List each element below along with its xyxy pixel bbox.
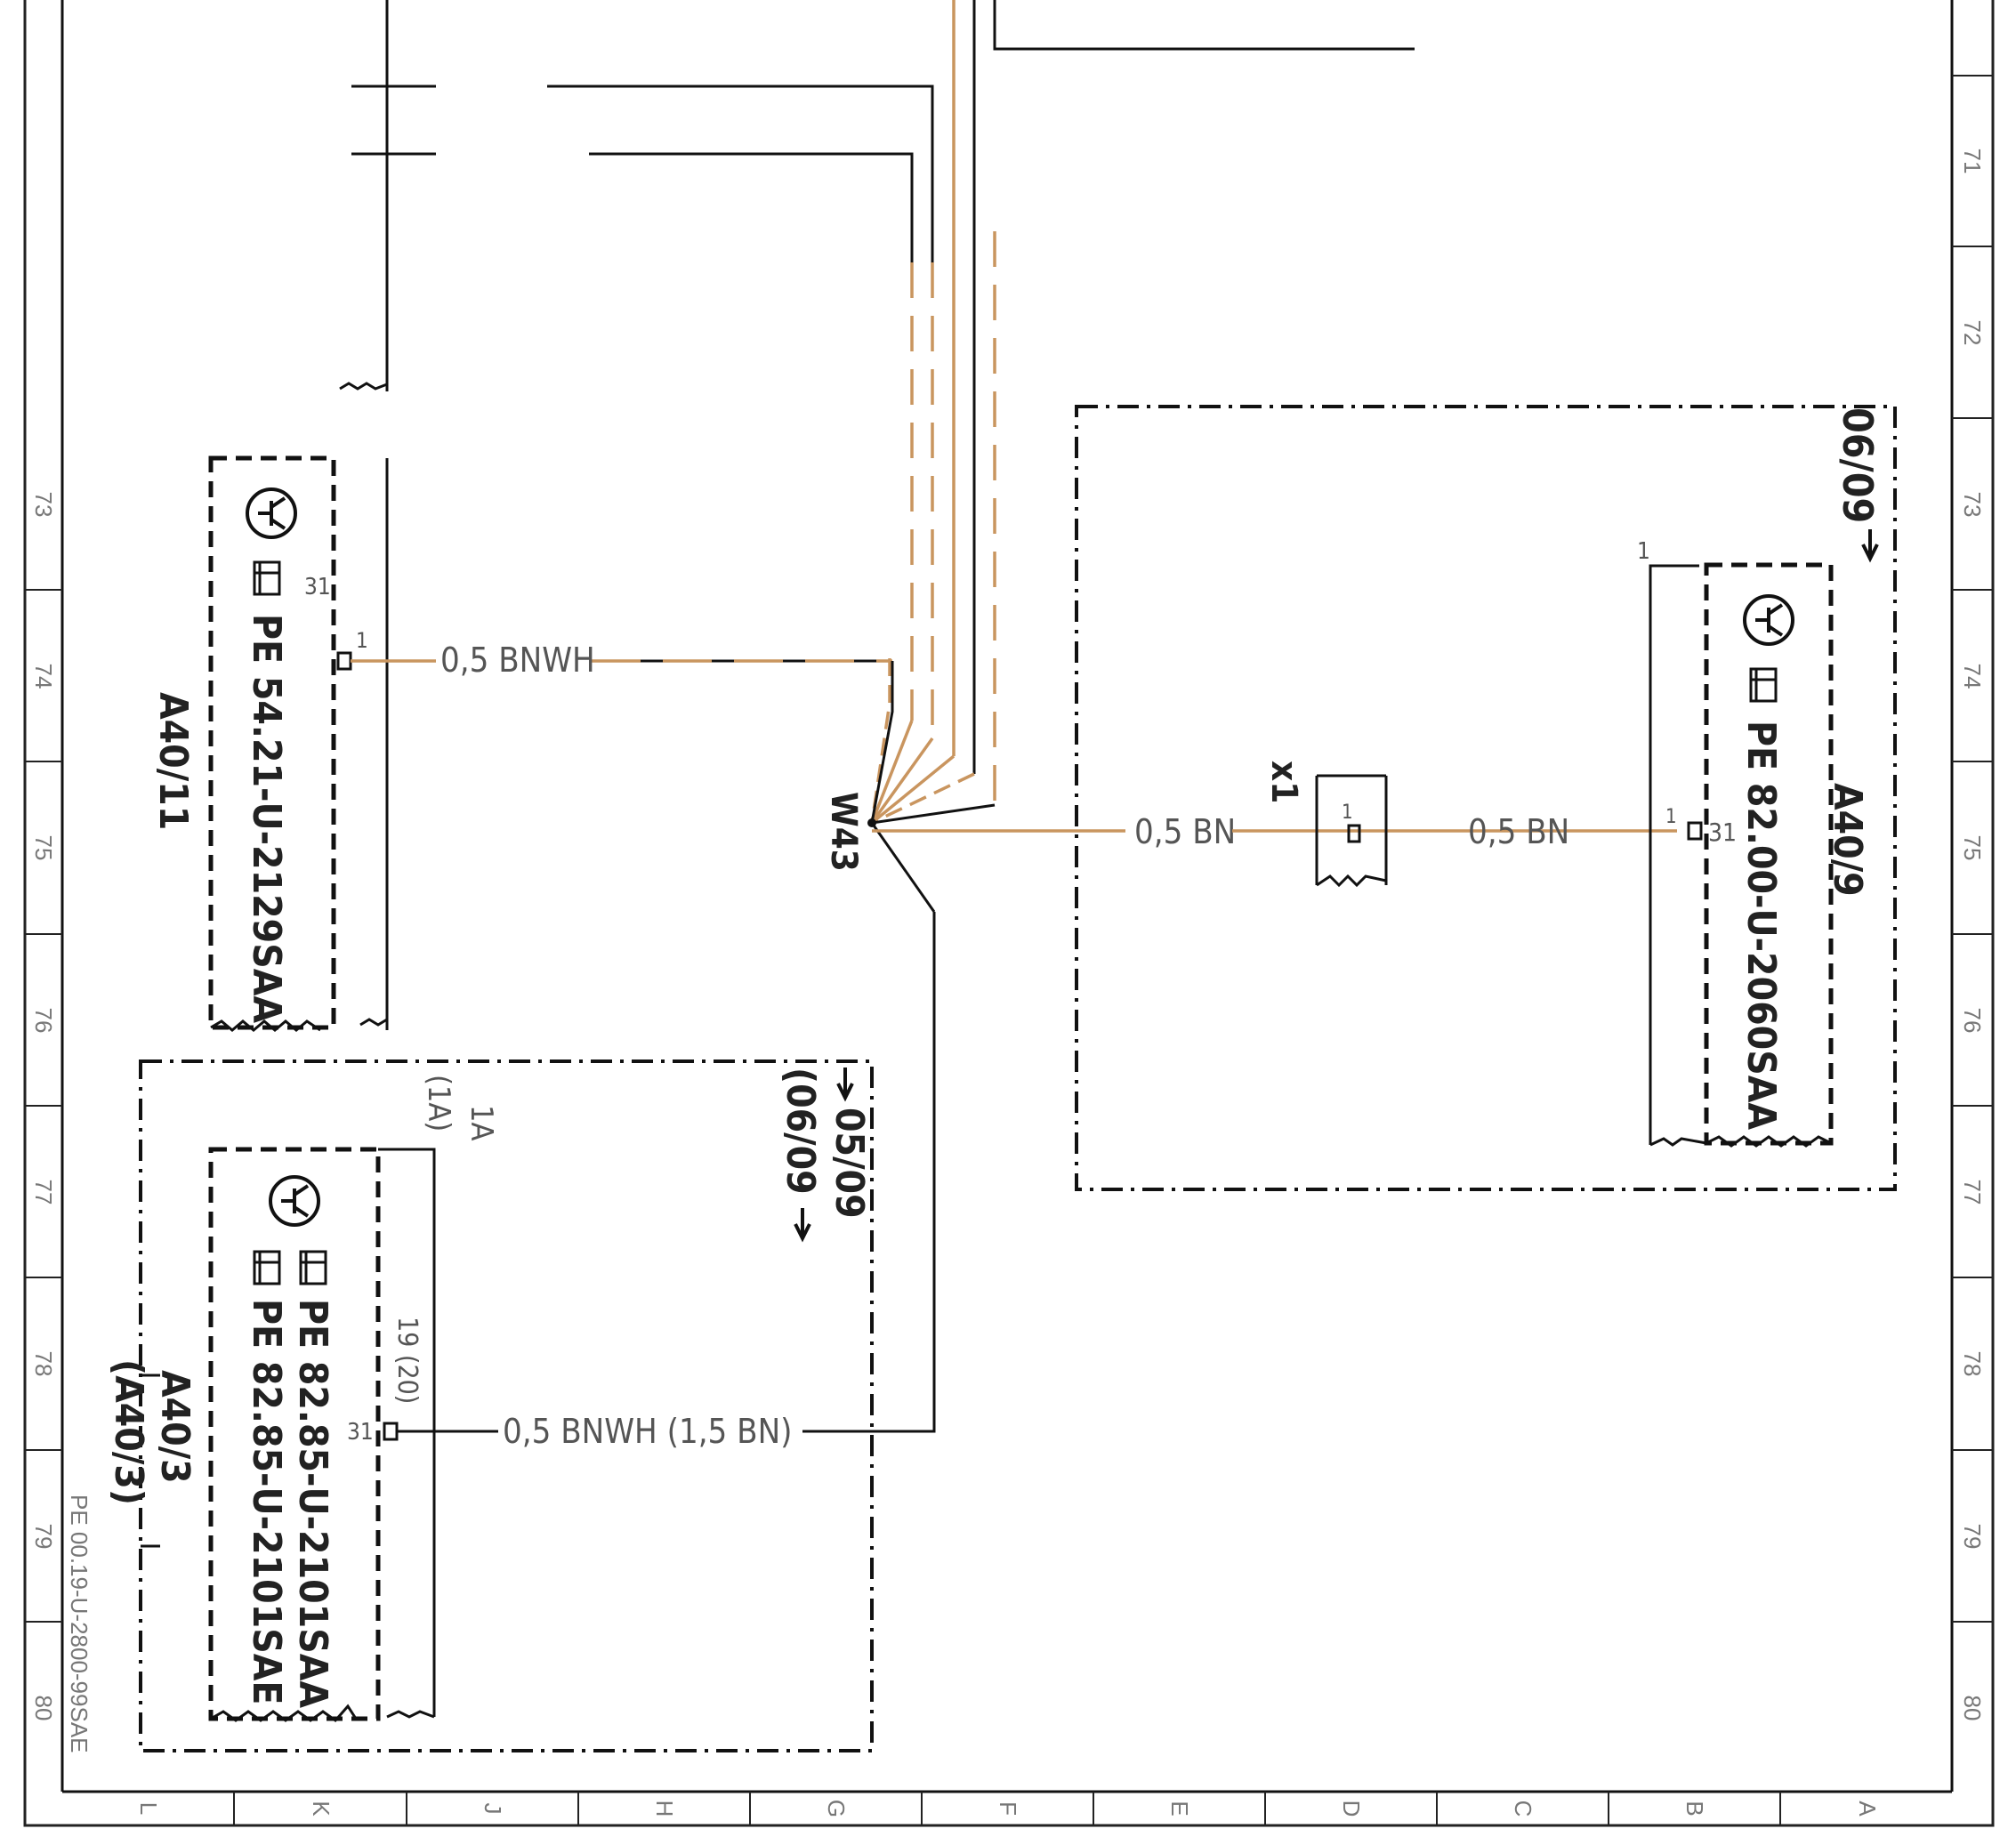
- pin-label: 1: [1342, 802, 1353, 824]
- ruler-label: 71: [1959, 149, 1986, 174]
- ruler-label: 77: [1959, 1180, 1986, 1205]
- pin-label: 1: [1665, 806, 1677, 828]
- pin-label: 31: [304, 574, 331, 600]
- ruler-label: 78: [1959, 1351, 1986, 1377]
- connector-x1: 0,5 BN 1 x1 0,5 BN: [872, 405, 1897, 1191]
- fuse-label: (1A): [421, 1075, 456, 1132]
- ruler-label: 73: [1959, 492, 1986, 518]
- pin-terminal: [336, 651, 352, 671]
- transistor-icon: [1743, 594, 1794, 646]
- component-a40-3: PE 82.85-U-2101SAA PE 82.85-U-2101SAE A4…: [106, 1059, 936, 1752]
- arrow-down-icon: [1861, 529, 1879, 563]
- ruler-label: J: [480, 1803, 506, 1815]
- ruler-label: 79: [30, 1524, 57, 1550]
- pin-label: 31: [347, 1419, 374, 1446]
- part-number: PE 82.00-U-2060SAA: [1738, 721, 1784, 1130]
- pin-terminal: [1687, 821, 1703, 841]
- ruler-label: E: [1166, 1801, 1193, 1816]
- page-frame: [23, 0, 1995, 1827]
- ruler-label: L: [135, 1802, 162, 1815]
- connector-label: x1: [1263, 761, 1304, 803]
- wire-label: 0,5 BNWH: [440, 641, 595, 680]
- ruler-label: 74: [1959, 664, 1986, 689]
- pointing-hand-icon: [299, 1250, 327, 1285]
- wire-a40-11: 0,5 BNWH: [351, 641, 894, 824]
- ruler-label: 74: [30, 664, 57, 689]
- ref-leaders: [141, 1374, 160, 1548]
- pointing-hand-icon: [1749, 667, 1778, 703]
- pin-label: 19 (20): [391, 1317, 423, 1404]
- component-ref: A40/3: [152, 1370, 198, 1484]
- ruler-label: B: [1681, 1801, 1708, 1816]
- pin-label: 1: [1637, 538, 1650, 565]
- ruler-label: 80: [30, 1696, 57, 1721]
- wire-label: 0,5 BN: [1468, 812, 1569, 851]
- ruler-label: A: [1854, 1801, 1881, 1817]
- ruler-label: 76: [1959, 1008, 1986, 1034]
- wire-label: 0,5 BNWH (1,5 BN): [503, 1412, 793, 1451]
- ruler-label: K: [308, 1801, 335, 1817]
- splice-label: W43: [823, 792, 864, 872]
- ruler-label: H: [651, 1801, 678, 1817]
- ruler-label: 79: [1959, 1524, 1986, 1550]
- pin-label: 1: [356, 628, 368, 653]
- wire-bundle: W43: [823, 0, 996, 1426]
- pointing-hand-icon: [253, 1250, 281, 1285]
- ruler-label: 75: [30, 835, 57, 861]
- date-code: 05/09: [827, 1108, 872, 1219]
- component-ref: A40/11: [150, 692, 196, 830]
- ruler-label: F: [995, 1801, 1021, 1816]
- ruler-label: C: [1510, 1801, 1536, 1817]
- part-number: PE 82.85-U-2101SAE: [244, 1299, 289, 1704]
- ruler-label: 76: [30, 1008, 57, 1034]
- component-a40-9: 1 PE 82.00-U-2060SAA A40/9 1 31 06/09: [1637, 407, 1882, 1148]
- ruler-label: 78: [30, 1351, 57, 1377]
- ruler-label: D: [1338, 1801, 1365, 1817]
- ruler-label: G: [823, 1800, 850, 1817]
- ruler-left: 73 74 75 76 77 78 79 80 PE 00.19-U-2800-…: [30, 492, 93, 1753]
- ruler-label: 80: [1959, 1696, 1986, 1721]
- transistor-icon: [269, 1175, 320, 1227]
- ruler-right: 71 72 73 74 75 76 77 78 79 80: [1959, 149, 1986, 1721]
- ruler-label: 77: [30, 1180, 57, 1205]
- top-left-wiring: [339, 0, 1415, 391]
- component-ref-alt: (A40/3): [106, 1359, 151, 1505]
- document-id: PE 00.19-U-2800-99SAE: [66, 1495, 93, 1753]
- part-number: PE 54.21-U-2129SAA: [244, 614, 289, 1023]
- pin-terminal: [1347, 824, 1361, 843]
- ruler-label: 75: [1959, 835, 1986, 861]
- wire-label: 0,5 BN: [1134, 812, 1236, 851]
- transistor-icon: [246, 487, 297, 539]
- arrow-down-icon: [794, 1208, 811, 1243]
- ruler-bottom: L K J H G F E D C B A: [135, 1800, 1881, 1817]
- date-code: (06/09: [778, 1068, 823, 1195]
- ruler-label: 72: [1959, 320, 1986, 346]
- component-a40-11: 31 PE 54.21-U-2129SAA A40/11 1: [150, 455, 389, 1032]
- fuse-label: 1A: [464, 1105, 499, 1140]
- pin-label: 31: [1708, 818, 1737, 847]
- component-ref: A40/9: [1825, 783, 1870, 897]
- part-number: PE 82.85-U-2101SAA: [290, 1299, 335, 1708]
- arrow-down-icon: [836, 1068, 854, 1102]
- ruler-label: 73: [30, 492, 57, 518]
- pin-terminal: [383, 1422, 399, 1441]
- pointing-hand-icon: [253, 560, 281, 596]
- date-code: 06/09: [1834, 407, 1882, 523]
